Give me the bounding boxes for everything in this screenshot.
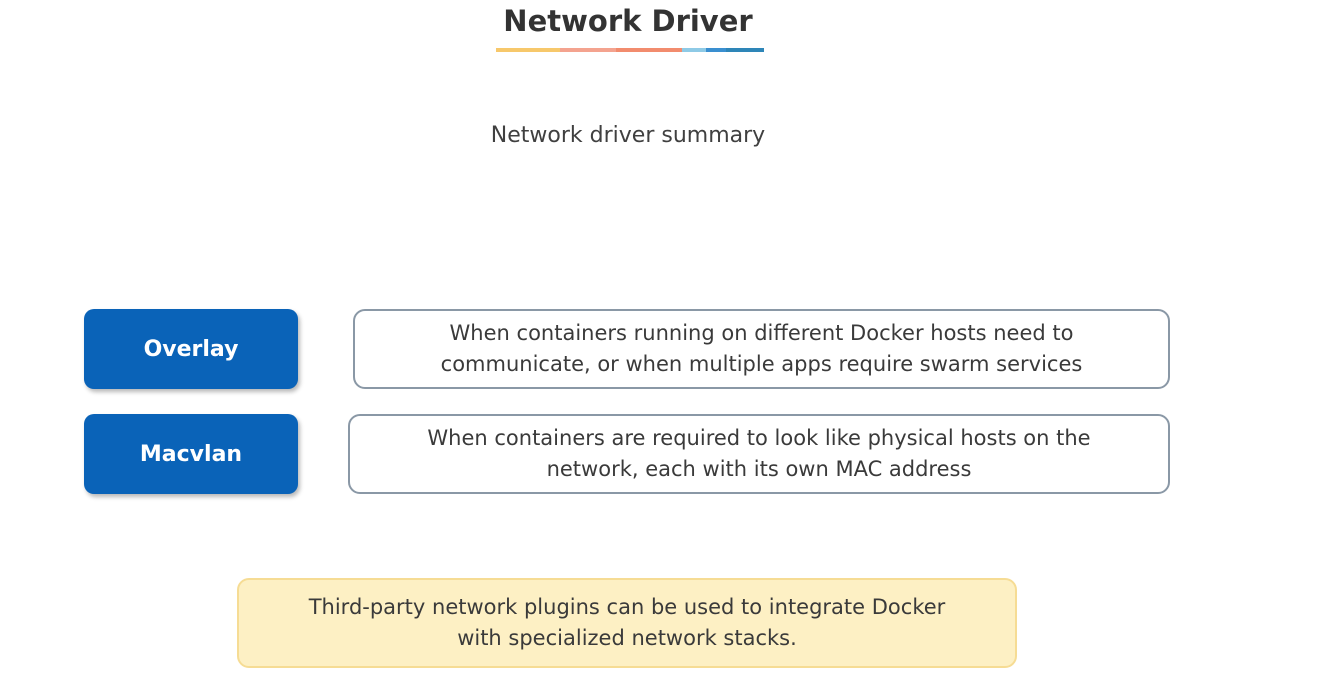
plugins-note-line: with specialized network stacks. [457, 626, 797, 650]
page-title: Network Driver [503, 4, 753, 38]
overlay-description: When containers running on different Doc… [353, 309, 1170, 389]
macvlan-label: Macvlan [84, 414, 298, 494]
plugins-note: Third-party network plugins can be used … [237, 578, 1017, 668]
title-underline [496, 48, 764, 52]
underline-segment [682, 48, 706, 52]
underline-segment [726, 48, 764, 52]
subtitle: Network driver summary [490, 123, 766, 148]
macvlan-description-line: network, each with its own MAC address [546, 457, 972, 481]
plugins-note-line: Third-party network plugins can be used … [308, 595, 946, 619]
overlay-label: Overlay [84, 309, 298, 389]
macvlan-description-line: When containers are required to look lik… [427, 426, 1091, 450]
underline-segment [706, 48, 726, 52]
overlay-description-line: When containers running on different Doc… [449, 321, 1074, 345]
underline-segment [496, 48, 560, 52]
underline-segment [560, 48, 616, 52]
overlay-description-line: communicate, or when multiple apps requi… [440, 352, 1083, 376]
underline-segment [616, 48, 682, 52]
macvlan-description: When containers are required to look lik… [348, 414, 1170, 494]
